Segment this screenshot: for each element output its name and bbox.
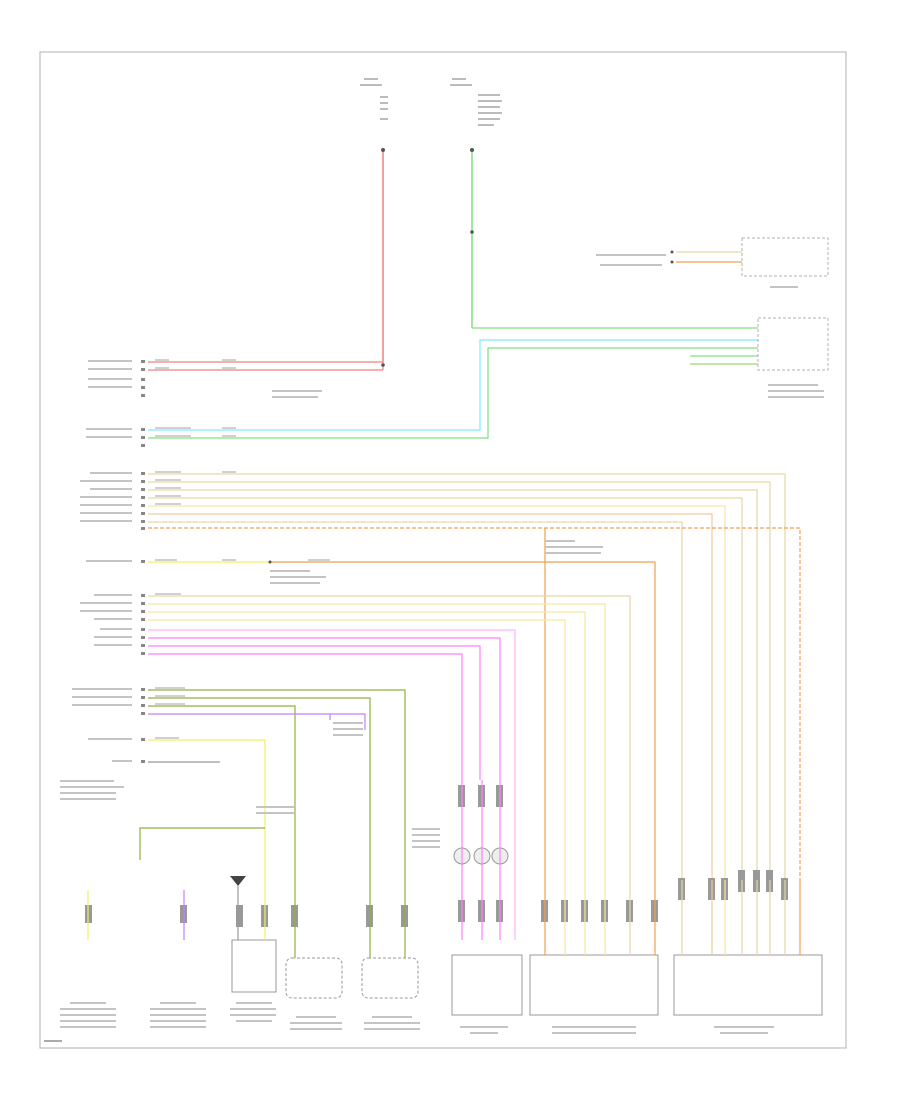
cluster-connector [670,237,829,277]
bottom-components [231,939,823,1016]
component-comp-8 [673,954,823,1016]
left-pin-labels [60,360,132,800]
diagram-frame [39,51,847,1049]
page-id-mark [44,1040,62,1042]
component-comp-4 [285,957,343,999]
component-comp-5 [361,957,419,999]
component-comp-6 [451,954,523,1016]
top-source-labels [360,78,502,126]
speed-sensor-wires [148,689,406,880]
feed-red [148,148,385,371]
sensor-wires [148,473,801,880]
component-comp-3 [231,939,277,993]
switch-wires [148,595,631,880]
feed-green [470,148,758,329]
bottom-component-labels [60,254,824,1034]
component-comp-7 [529,954,659,1016]
wire-color-labels [155,359,330,739]
inline-resistors [87,780,516,940]
component-drops [264,880,801,958]
brake-lamp-switch-connector [757,317,829,371]
supply-wire [148,540,656,880]
lower-left-feed [139,827,265,860]
can-bus-wires [148,339,758,439]
left-connector-pins [141,360,145,763]
